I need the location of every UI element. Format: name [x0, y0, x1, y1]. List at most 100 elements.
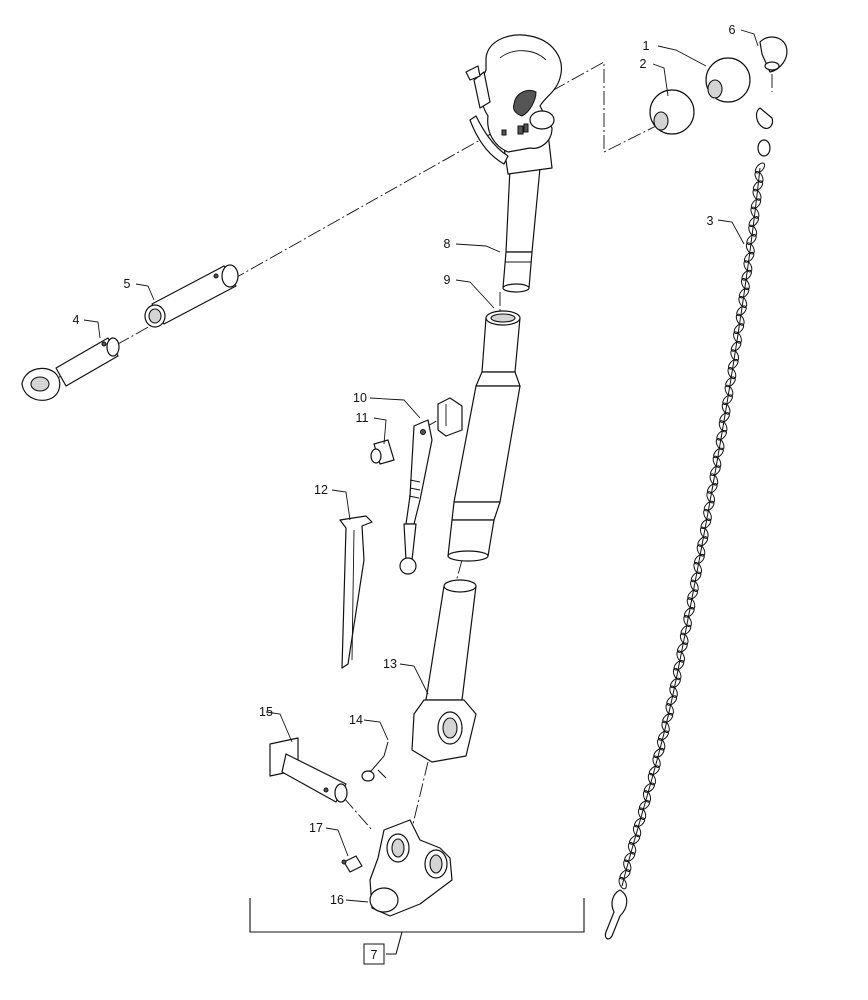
- chain-link: [754, 162, 766, 174]
- chain-link: [727, 367, 737, 380]
- chain-link: [703, 500, 715, 512]
- chain-link: [754, 170, 764, 183]
- callout-17: 17: [309, 821, 323, 835]
- assembly-callout-7: 7: [371, 948, 378, 962]
- locking-lever: [399, 419, 433, 575]
- chain-link: [728, 358, 739, 370]
- chain-link: [652, 755, 661, 768]
- chain-link: [719, 412, 730, 423]
- chain-link: [738, 287, 750, 299]
- leader-lines: [83, 29, 759, 903]
- chain-link: [730, 341, 742, 352]
- chain-link: [718, 420, 728, 433]
- chain-link: [752, 188, 762, 201]
- chain-link: [694, 553, 705, 565]
- chain-link: [743, 260, 753, 273]
- callout-6: 6: [729, 23, 736, 37]
- chain-link: [618, 876, 627, 890]
- chain-link: [683, 614, 692, 628]
- locking-handle: [339, 515, 373, 669]
- chain-link: [750, 198, 762, 210]
- chain-link: [736, 305, 747, 317]
- chain-link: [638, 800, 651, 811]
- chain-link: [740, 278, 750, 291]
- chain-link: [629, 834, 641, 845]
- chain-link: [632, 824, 642, 838]
- chain-link: [709, 473, 719, 486]
- chain-link: [721, 402, 731, 415]
- callout-14: 14: [349, 713, 363, 727]
- assembly-bracket: 7: [249, 898, 585, 965]
- chain-link: [677, 642, 688, 653]
- chain-link: [710, 465, 721, 477]
- callout-4: 4: [73, 313, 80, 327]
- hook-end-tube: [465, 34, 562, 293]
- chain-link: [696, 544, 706, 557]
- chain-link: [722, 394, 733, 406]
- chain-link: [683, 607, 695, 618]
- chain-link: [686, 597, 696, 610]
- assembly-callout-box: [363, 943, 385, 965]
- chain-link: [699, 526, 709, 539]
- chain: [604, 107, 774, 940]
- chain-link: [643, 782, 655, 793]
- chain-link: [661, 720, 670, 734]
- chain-link: [741, 269, 752, 281]
- chain-link: [750, 206, 760, 219]
- chain-link: [690, 579, 699, 592]
- chain-link: [637, 807, 647, 820]
- callout-3: 3: [707, 214, 714, 228]
- spring-clip: [361, 741, 389, 782]
- chain-link: [680, 624, 692, 636]
- chain-link: [666, 695, 678, 706]
- chain-link: [623, 859, 632, 872]
- lever-pin: [370, 439, 395, 465]
- chain-link: [746, 234, 757, 245]
- chain-link: [697, 536, 709, 547]
- center-lines: [39, 61, 773, 831]
- chain-link: [712, 455, 722, 468]
- clevis-pin: [269, 737, 348, 803]
- callout-2: 2: [640, 57, 647, 71]
- chain-link: [733, 331, 742, 344]
- chain-link: [706, 491, 716, 504]
- chain-link: [673, 660, 685, 671]
- chain-link: [716, 429, 727, 441]
- chain-link: [724, 384, 734, 397]
- top-link-pin: [144, 264, 239, 328]
- callout-8: 8: [444, 237, 451, 251]
- callout-labels: 1 2 3 4 5 6 8 9 10 11 12 13 14 15 16 17: [73, 23, 736, 907]
- chain-link: [653, 747, 665, 759]
- chain-link: [676, 650, 685, 663]
- chain-link: [745, 242, 755, 255]
- chain-link: [634, 817, 646, 828]
- chain-link: [648, 765, 660, 776]
- chain-link: [624, 851, 636, 863]
- chain-link: [662, 712, 674, 724]
- chain-link: [733, 323, 745, 334]
- chain-link: [670, 677, 681, 689]
- ball-joints: [649, 57, 751, 135]
- yoke: [369, 819, 453, 917]
- chain-link: [730, 349, 740, 362]
- chain-link: [715, 438, 725, 451]
- chain-link: [693, 561, 703, 575]
- chain-link: [703, 508, 712, 522]
- adjusting-tube: [437, 310, 521, 562]
- callout-11: 11: [356, 411, 369, 425]
- chain-link: [679, 632, 689, 645]
- chain-link: [748, 216, 759, 228]
- chain-links: [618, 162, 766, 890]
- chain-link: [657, 738, 666, 751]
- chain-link: [690, 571, 702, 583]
- lower-rod: [411, 579, 477, 763]
- callout-15: 15: [259, 705, 273, 719]
- chain-link: [743, 251, 755, 263]
- chain-link: [665, 703, 674, 716]
- chain-link: [657, 730, 669, 741]
- chain-link: [627, 842, 637, 855]
- callout-1: 1: [643, 39, 650, 53]
- chain-link: [713, 447, 724, 459]
- chain-link: [700, 518, 712, 530]
